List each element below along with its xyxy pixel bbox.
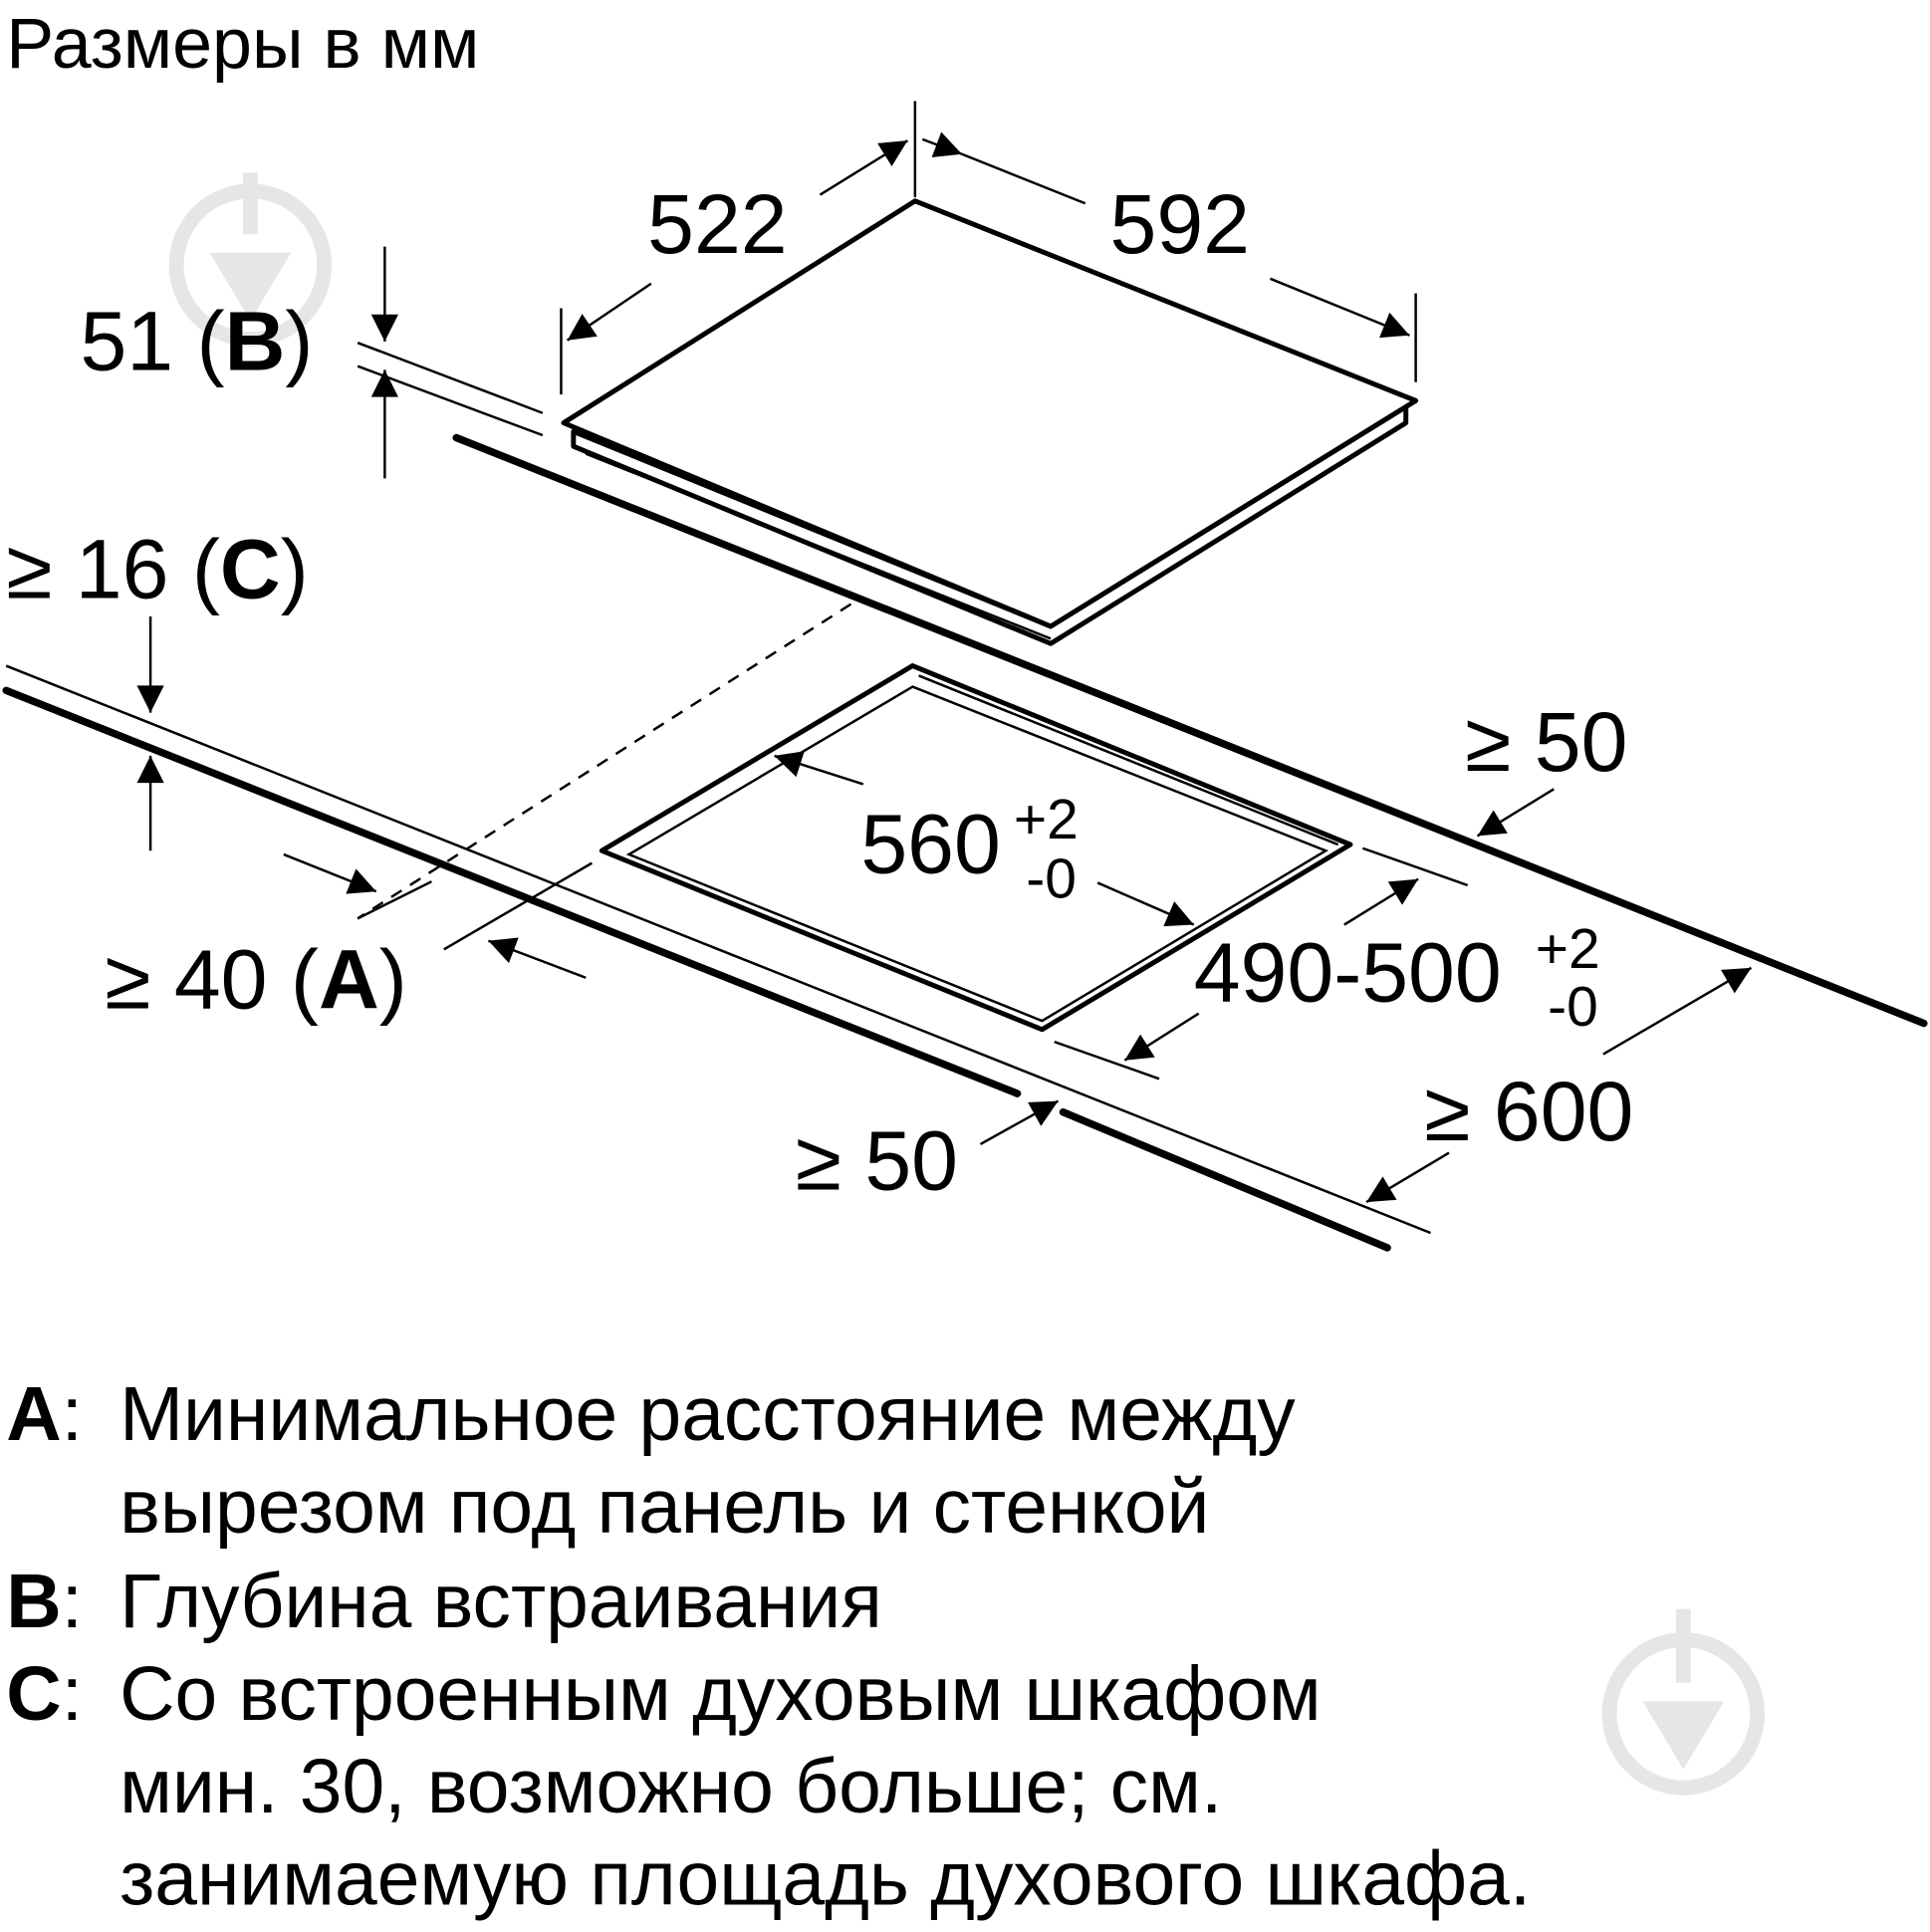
back-clearance-label: ≥ 50 — [1465, 695, 1627, 789]
front-countertop-edge — [2, 686, 1022, 1097]
cutout-depth-tol-plus: +2 — [1536, 917, 1600, 981]
counter-depth-label: ≥ 600 — [1424, 1065, 1633, 1158]
front-countertop-edge-2 — [1059, 1107, 1391, 1252]
cutout-depth-tol-minus: -0 — [1548, 975, 1598, 1039]
dimension-lines — [136, 101, 1753, 1204]
watermark-logo — [168, 172, 1766, 1796]
hob-depth-label: 522 — [647, 177, 787, 271]
front-clearance-label: ≥ 50 — [796, 1114, 958, 1208]
legend-item-a: A: — [6, 1372, 83, 1457]
legend-text: Глубина встраивания — [120, 1560, 882, 1644]
rear-countertop-edge — [452, 433, 1928, 1028]
cutout-depth-label: 490-500 — [1194, 925, 1502, 1019]
legend-text: мин. 30, возможно больше; см. — [120, 1745, 1222, 1829]
legend-text: занимаемую площадь духового шкафа. — [120, 1837, 1531, 1922]
legend: A: Минимальное расстояние между вырезом … — [6, 1372, 1531, 1922]
cutout-width-tol-minus: -0 — [1026, 846, 1077, 910]
legend-text: Минимальное расстояние между — [120, 1372, 1296, 1457]
hob — [561, 198, 1419, 646]
front-countertop-top-edge — [5, 664, 1431, 1235]
legend-text: вырезом под панель и стенкой — [120, 1465, 1209, 1550]
dashed-projection-line — [357, 603, 852, 920]
diagram-title: Размеры в мм — [6, 4, 479, 84]
install-depth-label: 51 (B) — [80, 294, 313, 387]
hob-width-label: 592 — [1110, 177, 1250, 271]
cutout-width-tol-plus: +2 — [1014, 788, 1079, 851]
legend-text: Со встроенным духовым шкафом — [120, 1652, 1322, 1737]
legend-item-b: B: — [6, 1560, 83, 1644]
oven-gap-label: ≥ 16 (C) — [6, 522, 309, 615]
cutout-width-label: 560 — [860, 798, 1000, 891]
wall-distance-label: ≥ 40 (A) — [105, 933, 407, 1027]
legend-item-c: C: — [6, 1652, 83, 1737]
